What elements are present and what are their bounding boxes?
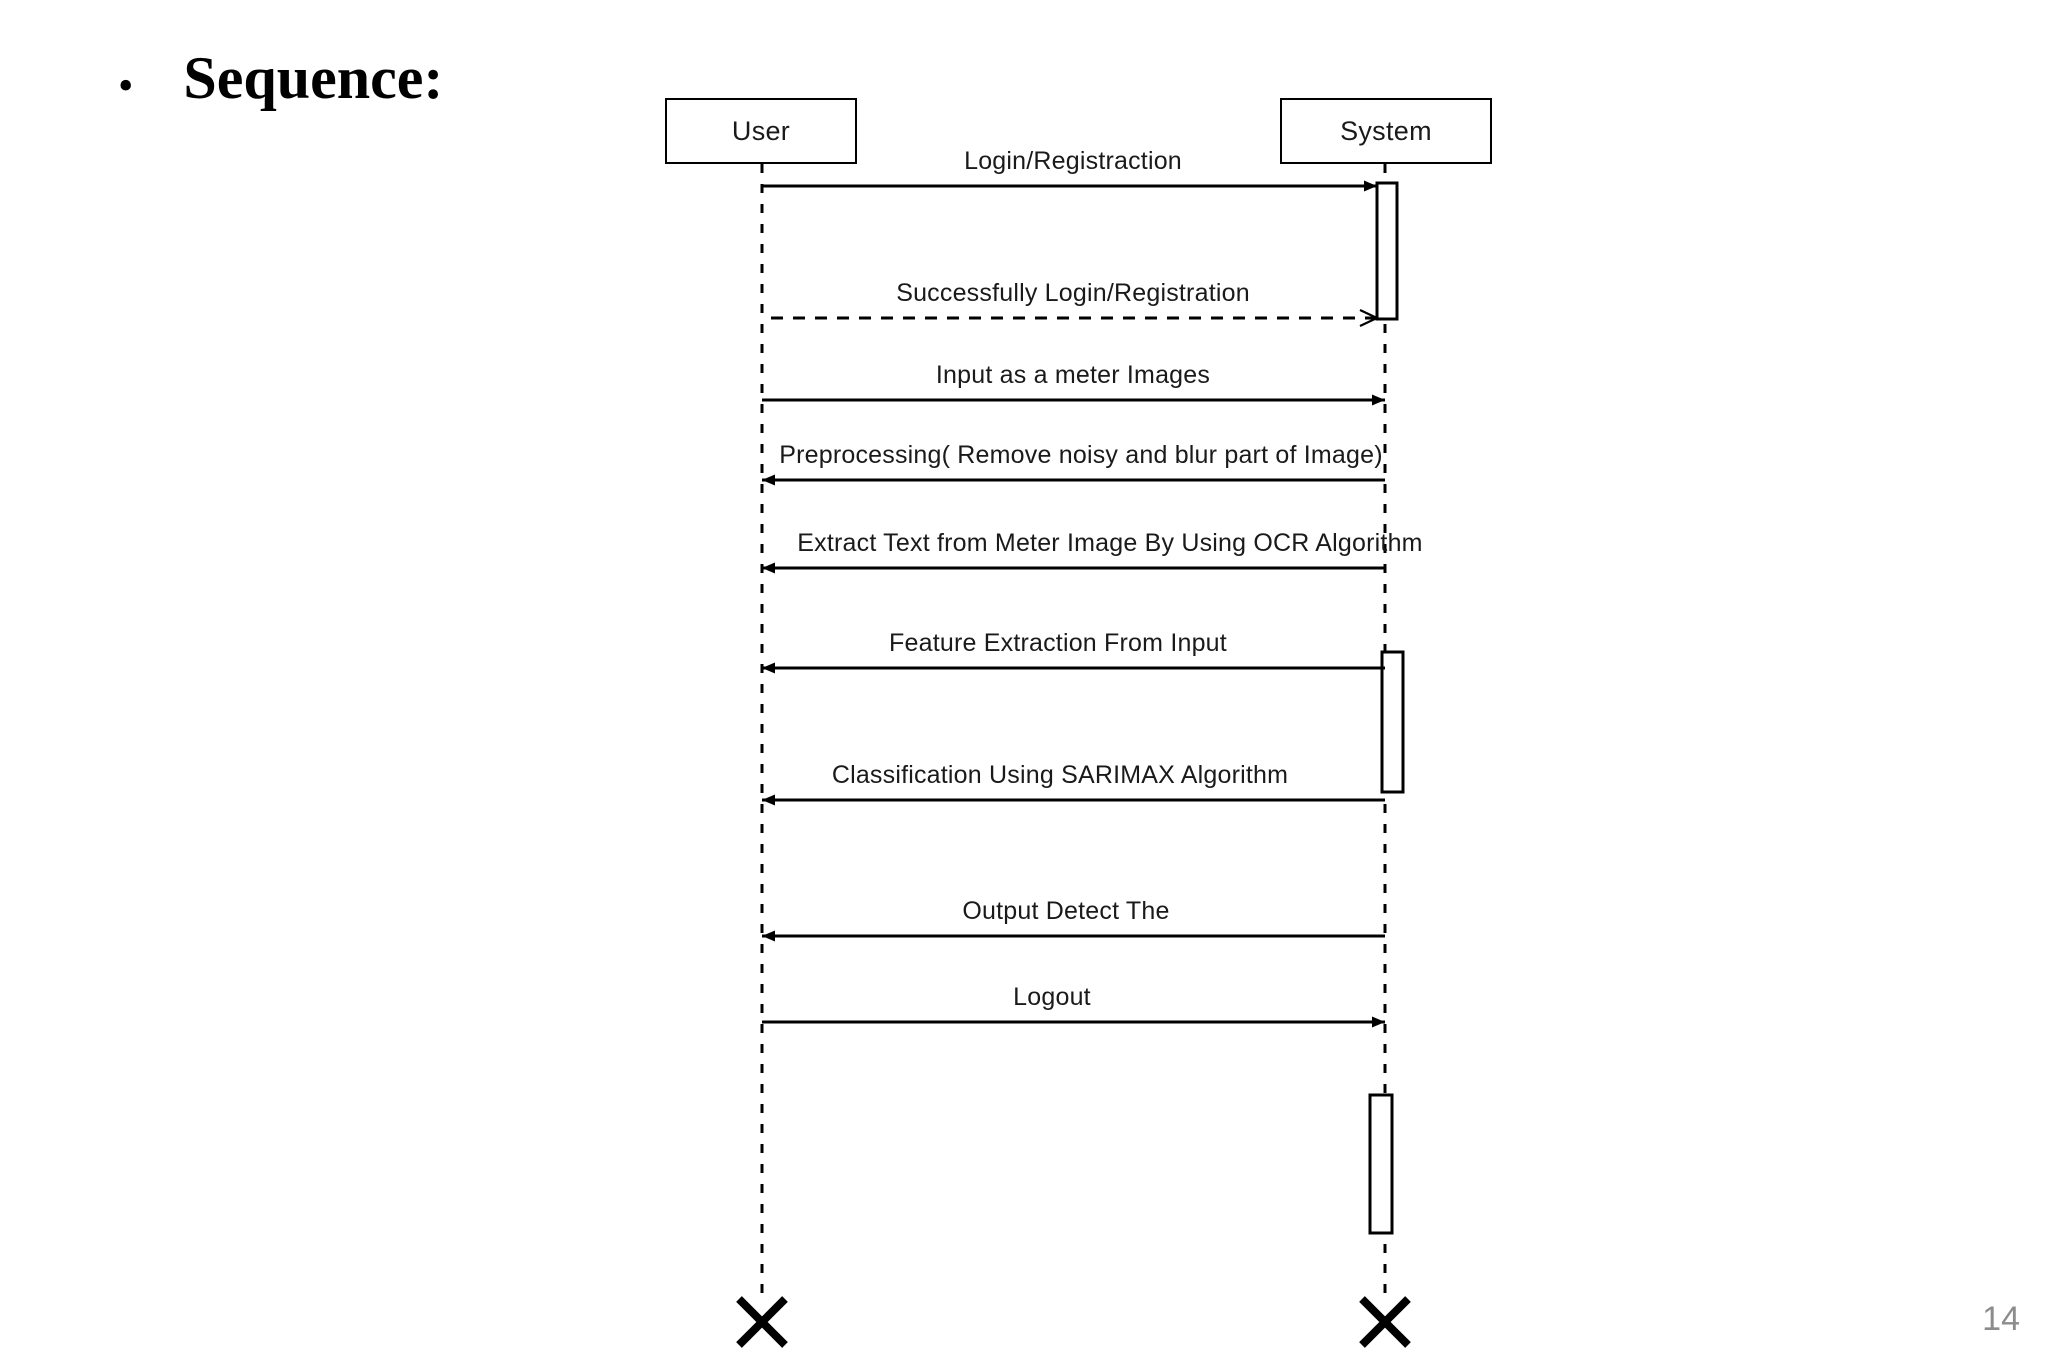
destruction-marker-user xyxy=(736,1296,788,1348)
lifeline-header-system[interactable]: System xyxy=(1280,98,1492,164)
activation-bar-2 xyxy=(1380,650,1405,794)
bullet-icon: • xyxy=(118,61,134,110)
message-label-8: Output Detect The xyxy=(962,897,1170,925)
message-label-7: Classification Using SARIMAX Algorithm xyxy=(831,761,1289,789)
message-label-1: Login/Registraction xyxy=(964,147,1182,175)
heading-text: Sequence: xyxy=(183,45,444,111)
page-title: • Sequence: xyxy=(118,48,443,108)
lifeline-label-system: System xyxy=(1340,115,1432,146)
activation-bar-1 xyxy=(1375,181,1399,321)
lifeline-label-user: User xyxy=(731,115,791,146)
lifeline-header-user[interactable]: User xyxy=(665,98,857,164)
message-label-2: Successfully Login/Registration xyxy=(896,279,1250,307)
message-label-4: Preprocessing( Remove noisy and blur par… xyxy=(779,441,1383,469)
activation-bar-3 xyxy=(1368,1093,1394,1235)
message-label-3: Input as a meter Images xyxy=(935,361,1211,389)
destruction-marker-system xyxy=(1359,1296,1411,1348)
message-label-5: Extract Text from Meter Image By Using O… xyxy=(797,529,1423,557)
page-number: 14 xyxy=(1982,1300,2020,1338)
message-label-9: Logout xyxy=(1013,983,1091,1011)
message-label-6: Feature Extraction From Input xyxy=(889,629,1227,657)
